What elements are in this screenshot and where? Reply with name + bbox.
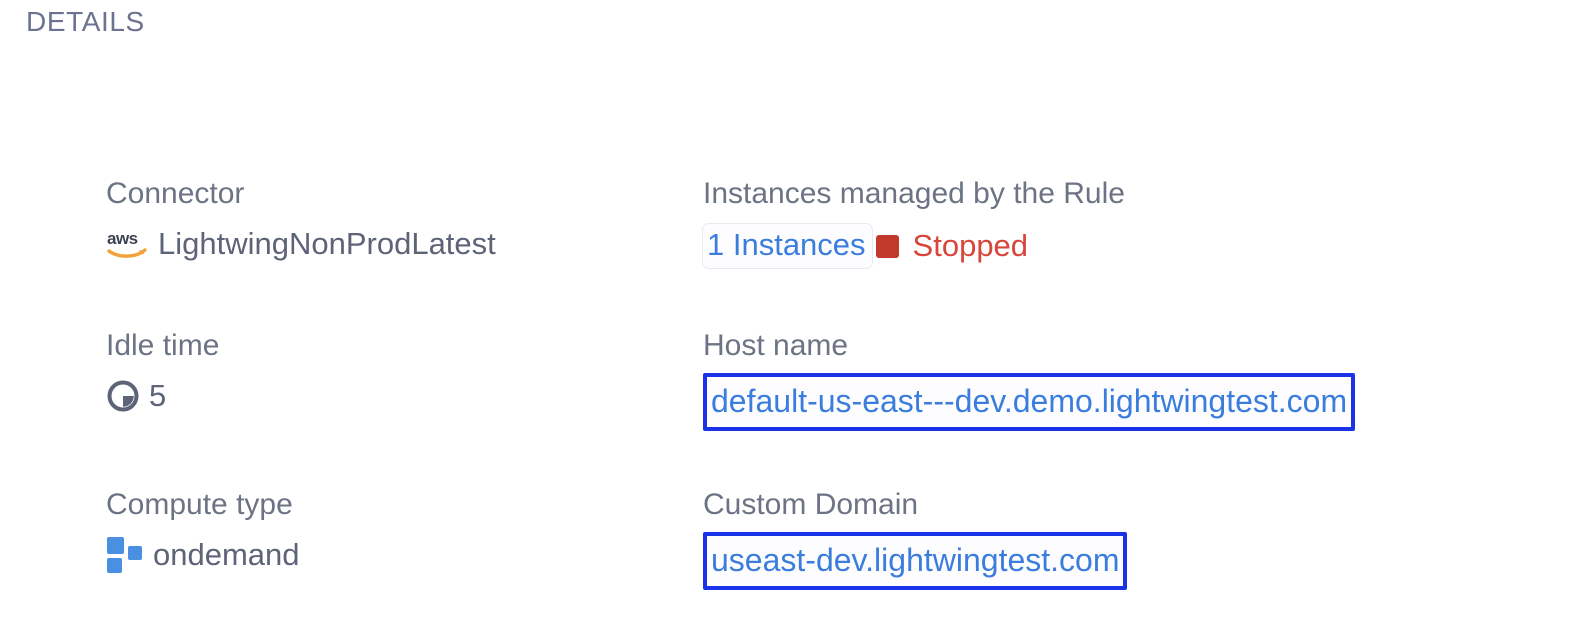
compute-blocks-icon xyxy=(106,536,146,574)
field-custom-domain: Custom Domain useast-dev.lightwingtest.c… xyxy=(703,486,1583,590)
field-idle-time: Idle time 5 xyxy=(106,327,686,416)
field-label-custom-domain: Custom Domain xyxy=(703,488,919,521)
custom-domain-link[interactable]: useast-dev.lightwingtest.com xyxy=(711,542,1120,578)
field-connector: Connector aws LightwingNonProdLatest xyxy=(106,175,686,264)
field-instances-managed: Instances managed by the Rule 1 Instance… xyxy=(703,175,1583,268)
compute-type-value: ondemand xyxy=(153,537,300,572)
custom-domain-highlight-box: useast-dev.lightwingtest.com xyxy=(703,532,1128,590)
field-value-idle-time: 5 xyxy=(106,376,686,416)
connector-name: LightwingNonProdLatest xyxy=(158,226,496,261)
field-value-instances-managed: 1 Instances Stopped xyxy=(703,224,1583,268)
field-value-connector: aws LightwingNonProdLatest xyxy=(106,224,686,264)
idle-time-value: 5 xyxy=(149,378,167,413)
field-label-idle-time: Idle time xyxy=(106,329,220,362)
field-value-compute-type: ondemand xyxy=(106,535,686,575)
field-label-host-name: Host name xyxy=(703,329,849,362)
clock-icon xyxy=(106,379,140,413)
host-name-link[interactable]: default-us-east---dev.demo.lightwingtest… xyxy=(711,383,1348,419)
status-badge-stopped: Stopped xyxy=(912,228,1029,263)
stopped-square-icon xyxy=(875,234,899,258)
field-compute-type: Compute type ondemand xyxy=(106,486,686,575)
aws-icon: aws xyxy=(106,227,150,261)
section-title-details: DETAILS xyxy=(26,6,145,37)
field-label-connector: Connector xyxy=(106,177,245,210)
host-name-highlight-box: default-us-east---dev.demo.lightwingtest… xyxy=(703,373,1356,431)
field-value-host-name: default-us-east---dev.demo.lightwingtest… xyxy=(703,373,1583,431)
field-label-instances-managed: Instances managed by the Rule xyxy=(703,177,1125,210)
svg-text:aws: aws xyxy=(107,229,138,248)
instances-count-link[interactable]: 1 Instances xyxy=(703,224,872,268)
field-label-compute-type: Compute type xyxy=(106,488,293,521)
field-value-custom-domain: useast-dev.lightwingtest.com xyxy=(703,532,1583,590)
field-host-name: Host name default-us-east---dev.demo.lig… xyxy=(703,327,1583,431)
